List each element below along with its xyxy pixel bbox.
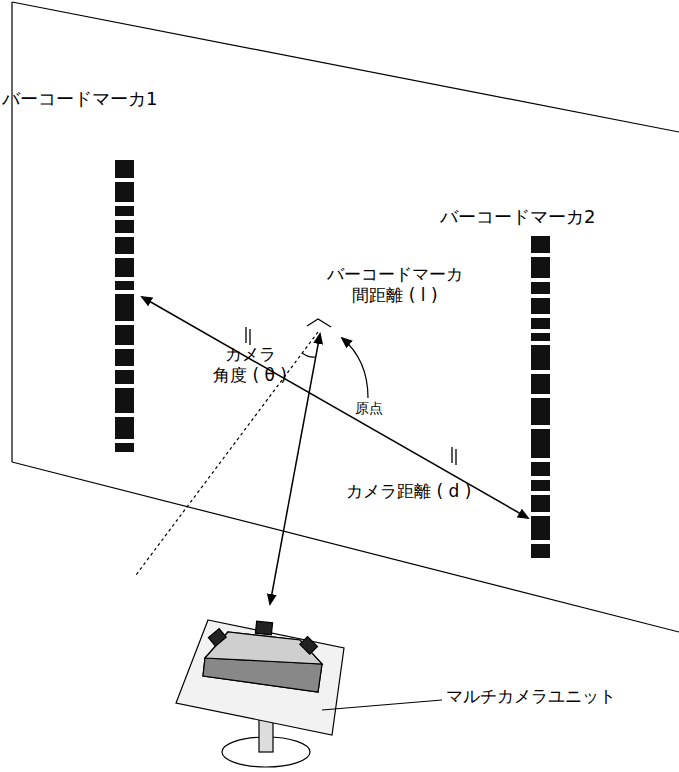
barcode-stripe: [531, 282, 550, 294]
multi-camera-unit: [176, 620, 344, 767]
barcode-stripe: [531, 544, 550, 558]
barcode-stripe: [115, 388, 134, 413]
angle-arc: [302, 353, 315, 357]
barcode-stripe: [115, 294, 134, 321]
barcode-stripe: [115, 417, 134, 439]
barcode-stripe: [531, 429, 550, 458]
barcode-stripe: [115, 182, 134, 202]
barcode-stripe: [115, 237, 134, 254]
barcode-stripe: [115, 325, 134, 345]
origin-leader: [342, 338, 368, 398]
barcode-marker: [115, 160, 134, 452]
barcode-stripe: [115, 370, 134, 384]
barcode-stripe: [531, 495, 550, 512]
barcode-stripe: [115, 349, 134, 366]
barcode-stripe: [531, 333, 550, 341]
barcode-stripe: [115, 206, 134, 216]
barcode-stripe: [115, 220, 134, 233]
marker-label: バーコードマーカ2: [440, 206, 595, 229]
barcode-stripe: [531, 345, 550, 370]
barcode-stripe: [531, 318, 550, 329]
unit-label: マルチカメラユニット: [446, 686, 616, 707]
distance-arrow: [142, 297, 528, 518]
origin-label: 原点: [355, 400, 383, 418]
angle-label: カメラ 角度 ( θ ): [207, 344, 293, 387]
barcode-stripe: [115, 281, 134, 290]
barcode-stripe: [531, 374, 550, 394]
barcode-stripe: [531, 398, 550, 425]
barcode-stripe: [115, 160, 134, 178]
marker-label: バーコードマーカ1: [2, 88, 157, 111]
barcode-stripe: [531, 298, 550, 314]
distance-label: カメラ距離 ( d ): [346, 481, 471, 502]
right-angle-mark: [307, 319, 331, 327]
barcode-stripe: [531, 480, 550, 491]
barcode-stripe: [531, 236, 550, 253]
barcode-stripe: [115, 443, 134, 452]
distance-label: バーコードマーカ 間距離 ( l ): [320, 264, 470, 307]
barcode-stripe: [531, 462, 550, 476]
barcode-stripe: [115, 258, 134, 277]
unit-leader: [322, 700, 442, 710]
equal-ticks: [246, 327, 456, 465]
barcode-stripe: [531, 257, 550, 278]
barcode-marker: [531, 236, 550, 558]
camera-axis-dotted: [136, 332, 318, 575]
barcode-stripe: [531, 516, 550, 540]
